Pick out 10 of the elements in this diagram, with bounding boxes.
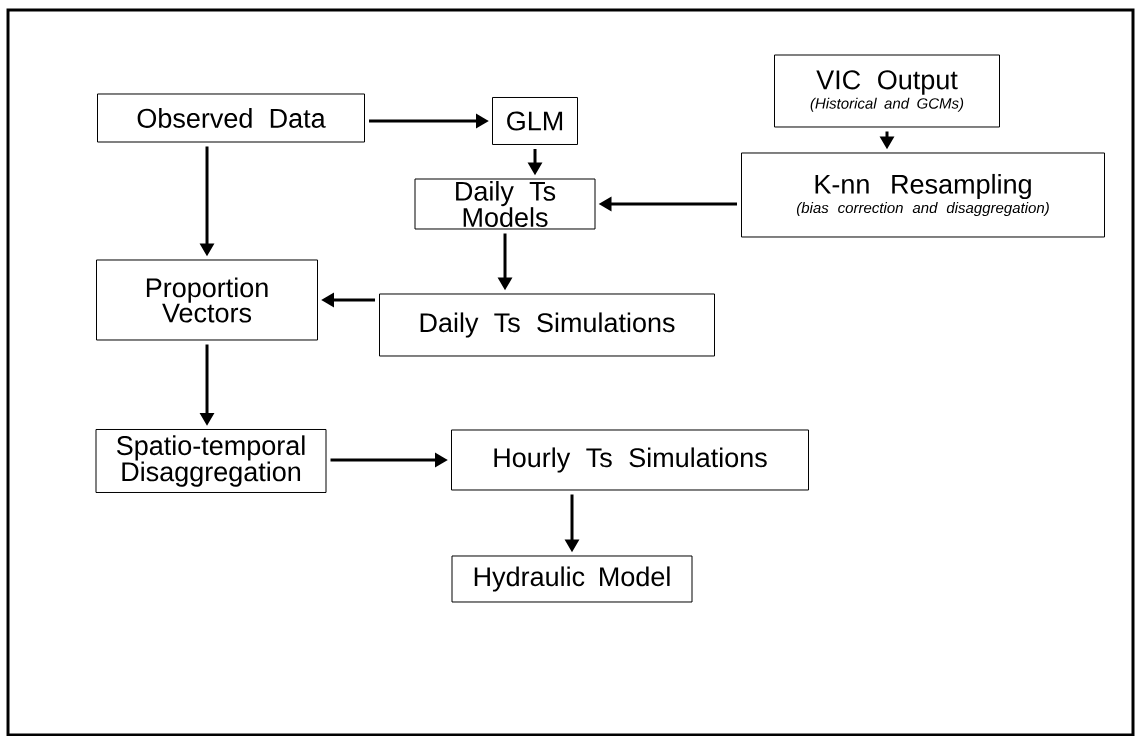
process-box: Spatio-temporal Disaggregation [95,429,327,493]
process-box: Daily Ts Simulations [379,293,715,357]
process-box: K-nn Resampling (bias correction and disaggregation) [741,152,1105,238]
process-box: Proportion Vectors [96,259,318,341]
process-box: Hourly Ts Simulations [451,429,809,491]
process-box: VIC Output (Historical and GCMs) [774,54,1000,128]
process-box: Observed Data [97,93,365,143]
process-box: Daily Ts Models [414,178,596,230]
process-box: Hydraulic Model [451,555,693,603]
process-box: GLM [492,97,578,145]
